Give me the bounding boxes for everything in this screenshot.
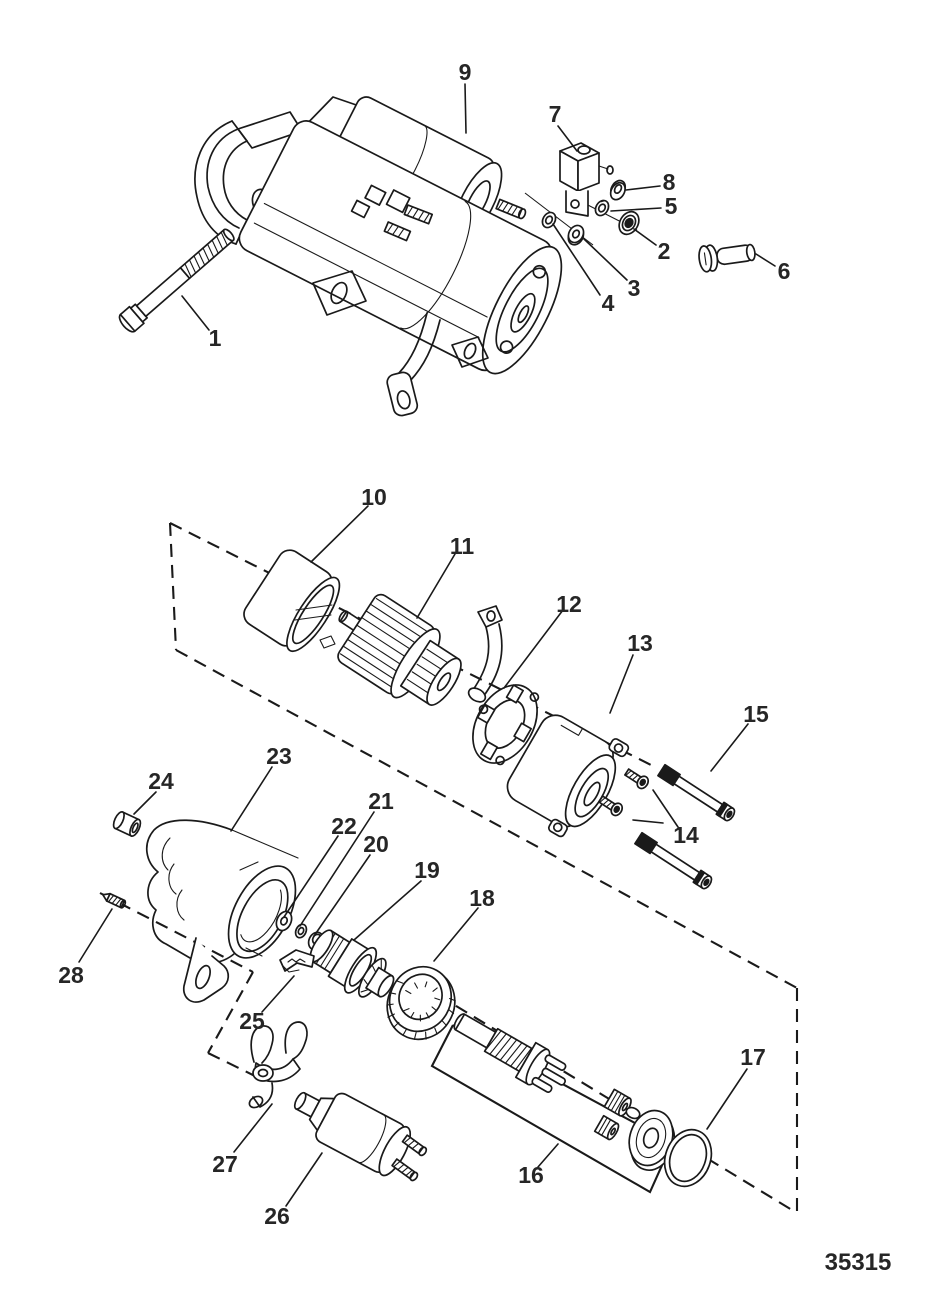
leader-line-3 [583, 238, 628, 281]
leader-line-12 [503, 609, 564, 689]
bushing-part-24 [112, 811, 142, 837]
callout-23: 23 [266, 743, 292, 769]
callout-11: 11 [450, 533, 475, 559]
callout-3: 3 [628, 275, 641, 301]
planet-gear [593, 1114, 620, 1141]
leader-line-24 [133, 791, 157, 815]
brush-plate-part-12 [472, 684, 540, 766]
guide-line-dashed [207, 1052, 258, 1078]
leader-line-6 [755, 253, 776, 267]
callout-4: 4 [602, 290, 615, 316]
armature-part-11 [337, 593, 503, 706]
drive-housing-part-23 [145, 819, 299, 1003]
leader-line-17 [706, 1068, 748, 1130]
leader-line-7 [557, 125, 578, 152]
leader-line-2 [633, 228, 657, 246]
leader-line-5 [610, 207, 662, 212]
ring-gear-part-18 [386, 965, 456, 1041]
terminal-block-part-7 [559, 142, 614, 217]
callout-labels: 1234567891011121314151617181920212223242… [58, 59, 790, 1229]
field-case [238, 120, 563, 375]
solenoid-part-26 [293, 1091, 428, 1182]
pinion-shaft-part-16 [453, 1013, 676, 1171]
leader-line-23 [230, 766, 273, 832]
through-bolts-part-15 [634, 763, 736, 890]
leader-line-14 [652, 789, 679, 828]
leader-line-25 [261, 975, 295, 1013]
callout-10: 10 [361, 484, 387, 510]
shift-fork-part-27 [248, 1021, 308, 1109]
cover-band-part-10 [243, 549, 341, 653]
leader-line-4 [552, 223, 601, 296]
callout-2: 2 [658, 238, 671, 264]
leader-line-8 [625, 185, 661, 191]
leader-line-19 [353, 880, 422, 941]
mounting-bolt-part-1 [118, 228, 235, 333]
leader-line-9 [464, 83, 467, 134]
callout-8: 8 [663, 169, 676, 195]
leader-line-16 [537, 1143, 559, 1168]
callout-22: 22 [331, 813, 357, 839]
guide-line-dashed [207, 971, 254, 1054]
callout-21: 21 [368, 788, 394, 814]
leader-line-26 [285, 1152, 323, 1207]
callout-13: 13 [627, 630, 653, 656]
leader-line-18 [433, 907, 479, 962]
screw-part-6 [698, 243, 756, 273]
callout-19: 19 [414, 857, 440, 883]
callout-28: 28 [58, 962, 84, 988]
callout-16: 16 [518, 1162, 544, 1188]
nut-part-3 [567, 224, 585, 246]
brush-clip-part-25 [279, 949, 315, 973]
callout-7: 7 [549, 101, 562, 127]
end-frame-part-13 [506, 714, 630, 838]
nut-part-2 [618, 210, 640, 236]
leader-line-14 [632, 819, 664, 824]
pin-part-28 [102, 892, 127, 909]
drive-clutch-part-19 [309, 929, 395, 998]
starter-motor-assembly [194, 96, 563, 417]
callout-17: 17 [740, 1044, 766, 1070]
callout-20: 20 [363, 831, 389, 857]
leader-line-20 [313, 854, 371, 937]
callout-14: 14 [673, 822, 699, 848]
leader-line-11 [416, 553, 456, 619]
leader-line-28 [78, 908, 113, 963]
o-ring-part-17 [663, 1128, 713, 1188]
leader-line-15 [710, 723, 749, 772]
callout-27: 27 [212, 1151, 238, 1177]
leader-line-1 [181, 295, 210, 331]
gear-plate [628, 1109, 676, 1171]
callout-5: 5 [665, 193, 678, 219]
guide-line-dashed [168, 522, 178, 651]
motor-terminal-cluster [350, 184, 434, 242]
guide-line-dashed [99, 892, 254, 973]
leader-line-21 [299, 811, 375, 927]
nut-part-8 [609, 179, 627, 201]
callout-18: 18 [469, 885, 495, 911]
guide-line-solid [430, 1024, 674, 1194]
callout-9: 9 [459, 59, 472, 85]
leader-line-27 [233, 1103, 273, 1153]
callout-25: 25 [239, 1008, 265, 1034]
leader-line-10 [310, 505, 369, 563]
leader-line-13 [609, 654, 634, 714]
screws-part-14 [598, 768, 650, 817]
lock-washer-part-5 [594, 199, 610, 217]
callout-15: 15 [743, 701, 769, 727]
guide-line-dashed [175, 649, 798, 989]
planet-gear [603, 1088, 632, 1117]
callout-12: 12 [556, 591, 582, 617]
callout-1: 1 [209, 325, 222, 351]
leader-line-22 [283, 835, 339, 918]
callout-6: 6 [778, 258, 791, 284]
ring-part-21 [294, 923, 308, 939]
callout-24: 24 [148, 768, 174, 794]
callout-26: 26 [264, 1203, 290, 1229]
drawing-number: 35315 [825, 1249, 892, 1276]
